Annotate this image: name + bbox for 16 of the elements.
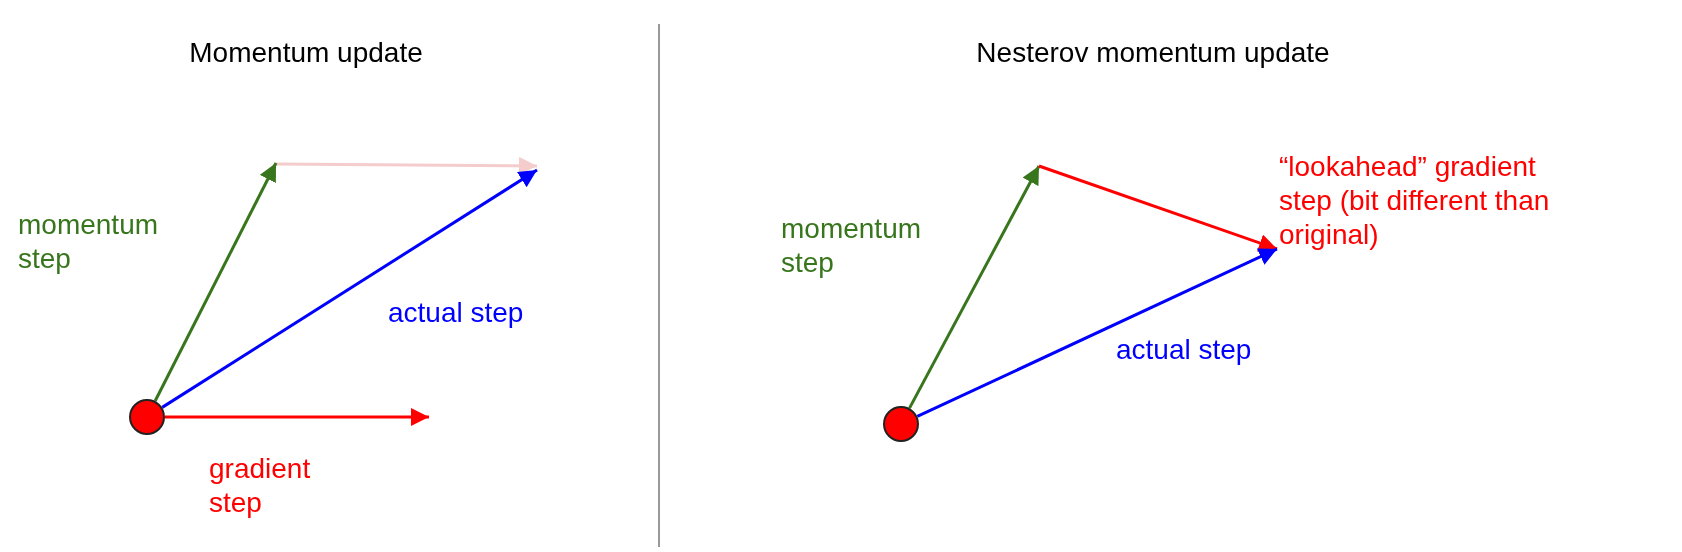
panel-title: Momentum update xyxy=(188,36,424,70)
vector-label: gradient step xyxy=(209,452,312,520)
arrow xyxy=(1038,164,1278,252)
arrow xyxy=(916,247,1278,418)
vector-label: momentum step xyxy=(18,208,158,276)
vector-label: actual step xyxy=(388,296,525,330)
vector-label: “lookahead” gradient step (bit different than original) xyxy=(1279,150,1579,252)
arrow xyxy=(153,162,278,402)
arrow xyxy=(908,165,1041,409)
arrow xyxy=(165,408,429,426)
vector-label: actual step xyxy=(1116,333,1253,367)
arrow xyxy=(161,168,538,409)
point-circle xyxy=(883,406,919,442)
point-circle xyxy=(129,399,165,435)
panel-title: Nesterov momentum update xyxy=(975,36,1331,70)
vector-label: momentum step xyxy=(781,212,921,280)
